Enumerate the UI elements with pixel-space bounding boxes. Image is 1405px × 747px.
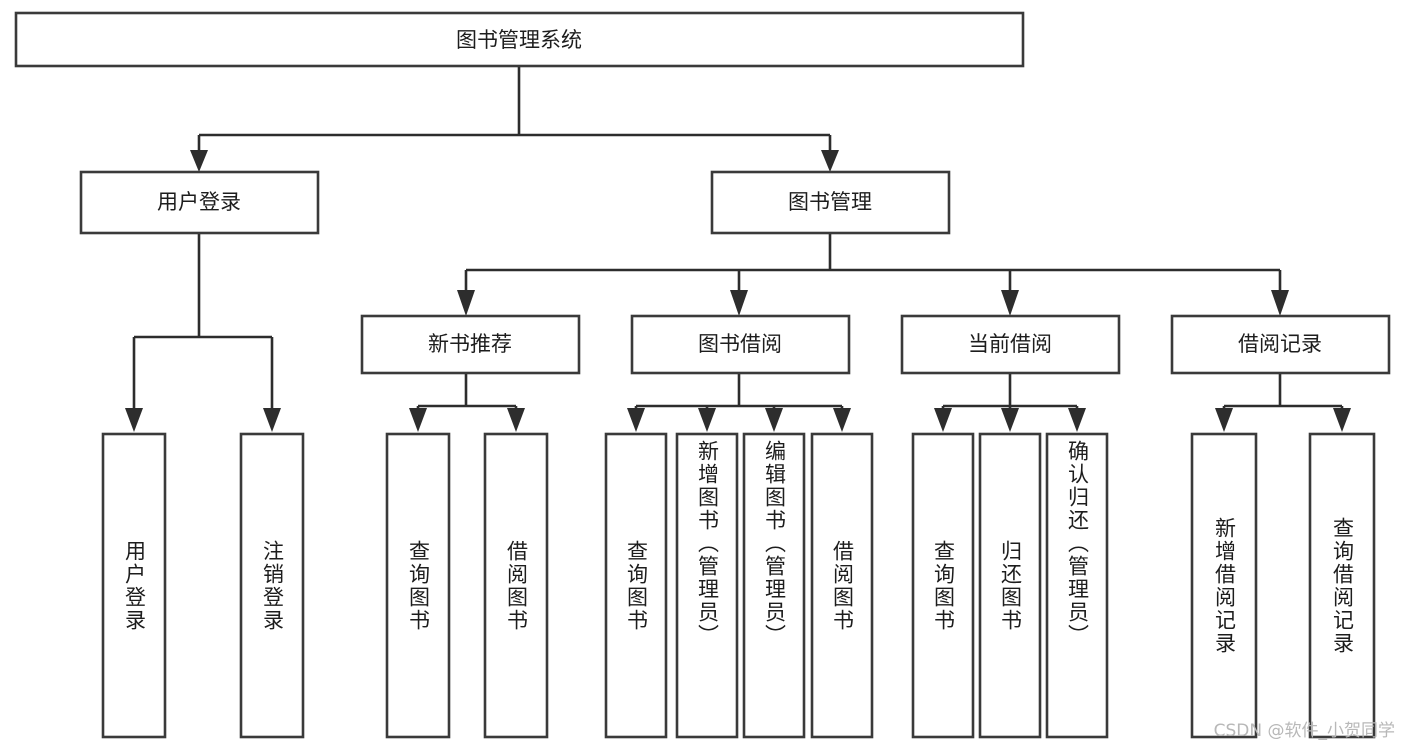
leaf-record-add-box[interactable]	[1190, 432, 1258, 739]
node-user-login-label: 用户登录	[157, 190, 241, 214]
arrowhead-current-leaf-3	[1068, 408, 1086, 432]
node-borrow-record-box[interactable]	[1170, 314, 1391, 375]
leaf-borrow-lend-box[interactable]	[810, 432, 874, 739]
arrowhead-current-leaf-2	[1001, 408, 1019, 432]
arrowhead-borrow-leaf-4	[833, 408, 851, 432]
node-current-borrow-box[interactable]	[900, 314, 1121, 375]
leaf-current-return-box[interactable]	[978, 432, 1042, 739]
node-root-label: 图书管理系统	[456, 28, 582, 52]
node-borrow-record-label: 借阅记录	[1238, 332, 1322, 356]
arrowhead-borrow-leaf-2	[698, 408, 716, 432]
leaf-borrow-add-box[interactable]	[675, 432, 739, 739]
arrowhead-book-manage	[821, 150, 839, 172]
arrowhead-recommend-leaf-2	[507, 408, 525, 432]
arrowhead-new-book-recommend	[457, 290, 475, 316]
arrowhead-leaf-user-login	[125, 408, 143, 432]
arrowhead-borrow-record	[1271, 290, 1289, 316]
leaf-current-confirm-box[interactable]	[1045, 432, 1109, 739]
arrowhead-record-leaf-1	[1215, 408, 1233, 432]
leaf-logout-box[interactable]	[239, 432, 305, 739]
leaf-recommend-query-box[interactable]	[385, 432, 451, 739]
node-current-borrow-label: 当前借阅	[968, 332, 1052, 356]
node-root-box[interactable]	[14, 11, 1025, 68]
arrowhead-borrow-leaf-1	[627, 408, 645, 432]
leaf-borrow-query-box[interactable]	[604, 432, 668, 739]
arrowhead-book-borrow	[730, 290, 748, 316]
leaf-record-query-box[interactable]	[1308, 432, 1376, 739]
arrowhead-current-leaf-1	[934, 408, 952, 432]
arrowhead-user-login	[190, 150, 208, 172]
node-book-borrow-label: 图书借阅	[698, 332, 782, 356]
leaf-recommend-borrow-box[interactable]	[483, 432, 549, 739]
node-book-manage-box[interactable]	[710, 170, 951, 235]
leaf-user-login-box[interactable]	[101, 432, 167, 739]
watermark-text: CSDN @软件_小贺同学	[1213, 721, 1395, 741]
arrowhead-recommend-leaf-1	[409, 408, 427, 432]
node-user-login-box[interactable]	[79, 170, 320, 235]
connector-layer	[125, 66, 1351, 432]
box-layer: 图书管理系统 用户登录 图书管理 新书推荐 图书借阅 当前借阅 借阅记录	[14, 11, 1391, 739]
node-book-borrow-box[interactable]	[630, 314, 851, 375]
arrowhead-record-leaf-2	[1333, 408, 1351, 432]
node-new-book-recommend-box[interactable]	[360, 314, 581, 375]
arrowhead-borrow-leaf-3	[765, 408, 783, 432]
leaf-borrow-edit-box[interactable]	[742, 432, 806, 739]
arrowhead-leaf-logout	[263, 408, 281, 432]
arrowhead-current-borrow	[1001, 290, 1019, 316]
leaf-current-query-box[interactable]	[911, 432, 975, 739]
node-book-manage-label: 图书管理	[788, 190, 872, 214]
node-new-book-recommend-label: 新书推荐	[428, 332, 512, 356]
